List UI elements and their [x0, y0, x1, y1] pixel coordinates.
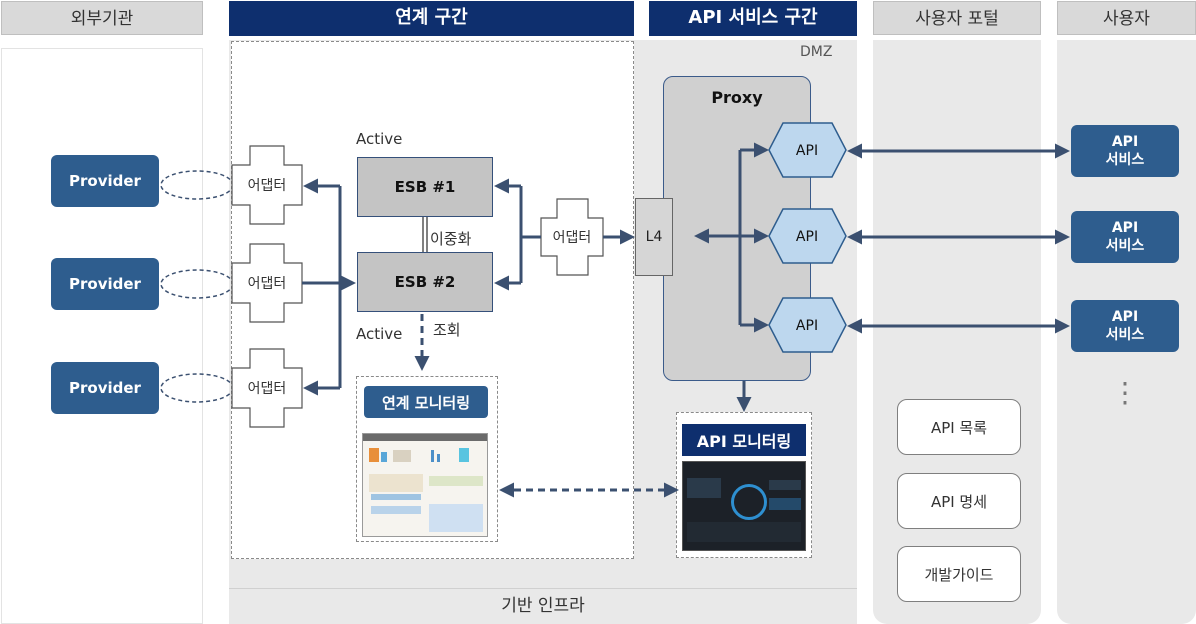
header-integration: 연계 구간	[229, 1, 634, 36]
header-portal: 사용자 포털	[873, 1, 1041, 35]
dmz-label: DMZ	[800, 44, 833, 60]
integration-monitoring-label: 연계 모니터링	[364, 386, 488, 418]
esb1-box: ESB #1	[357, 157, 493, 217]
header-api-service: API 서비스 구간	[649, 1, 857, 36]
api-service-1-line1: API	[1111, 134, 1139, 150]
portal-dev-guide-button[interactable]: 개발가이드	[897, 546, 1021, 602]
api-service-3-line2: 서비스	[1105, 327, 1145, 343]
header-external: 외부기관	[1, 1, 203, 35]
external-column	[1, 48, 203, 624]
provider-box-3: Provider	[51, 362, 159, 414]
portal-api-list-button[interactable]: API 목록	[897, 399, 1021, 455]
api-dashboard-thumbnail	[682, 461, 806, 551]
provider-box-1: Provider	[51, 155, 159, 207]
api-service-box-1: API 서비스	[1071, 125, 1179, 177]
esb2-active-label: Active	[356, 325, 403, 343]
header-user: 사용자	[1057, 1, 1196, 35]
esb1-active-label: Active	[356, 130, 403, 148]
proxy-title: Proxy	[711, 88, 763, 107]
infra-label: 기반 인프라	[229, 588, 857, 622]
api-service-box-2: API 서비스	[1071, 211, 1179, 263]
query-label: 조회	[433, 321, 461, 339]
proxy-box	[663, 76, 811, 381]
api-service-box-3: API 서비스	[1071, 300, 1179, 352]
provider-box-2: Provider	[51, 258, 159, 310]
portal-api-spec-button[interactable]: API 명세	[897, 473, 1021, 529]
api-service-1-line2: 서비스	[1105, 152, 1145, 168]
api-service-2-line1: API	[1111, 220, 1139, 236]
integration-dashboard-thumbnail	[362, 433, 488, 537]
portal-column	[873, 40, 1041, 624]
api-service-2-line2: 서비스	[1105, 238, 1145, 254]
more-ellipsis-icon: ⋮	[1111, 376, 1139, 409]
api-monitoring-label: API 모니터링	[682, 424, 806, 456]
api-service-3-line1: API	[1111, 309, 1139, 325]
esb2-box: ESB #2	[357, 252, 493, 312]
l4-box: L4	[635, 198, 673, 276]
esb-duplex-label: 이중화	[430, 230, 472, 248]
